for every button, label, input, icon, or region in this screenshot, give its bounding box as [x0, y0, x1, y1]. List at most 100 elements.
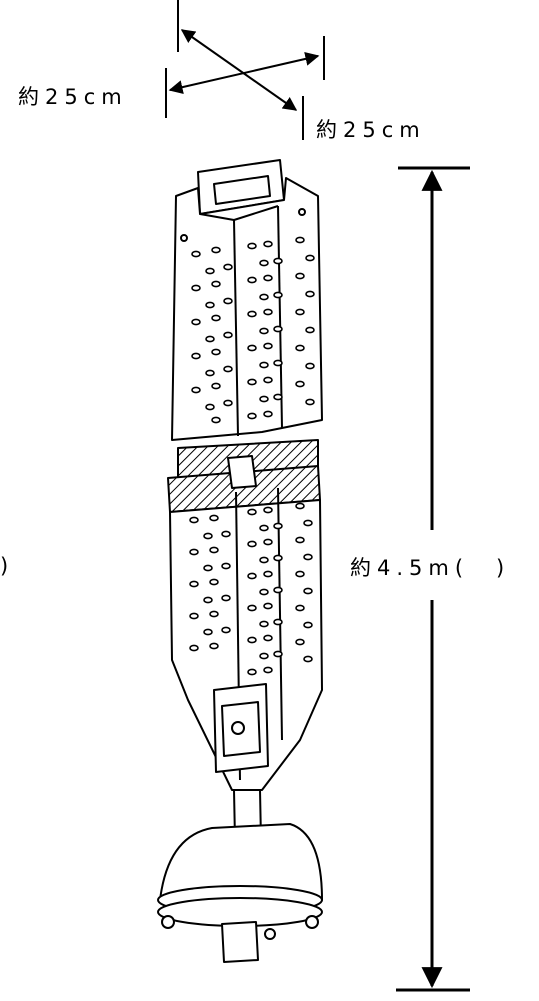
perforation-hole — [209, 514, 219, 522]
base-outlet-pipe — [221, 921, 259, 963]
perforation-hole — [295, 638, 305, 646]
perforation-hole — [263, 634, 273, 642]
perforation-hole — [295, 308, 305, 316]
upper-fin-front — [233, 219, 239, 437]
perforation-hole — [303, 655, 313, 663]
perforation-hole — [295, 570, 305, 578]
perforation-hole — [263, 410, 273, 418]
perforation-hole — [263, 538, 273, 546]
perforation-hole — [223, 399, 233, 407]
perforation-hole — [191, 250, 201, 258]
perforation-hole — [295, 604, 305, 612]
perforation-hole — [191, 318, 201, 326]
base-wheel-left — [161, 915, 175, 929]
perforation-hole — [247, 572, 257, 580]
upper-fin-right — [277, 205, 283, 429]
diagonal-arrow-1 — [180, 29, 298, 111]
perforation-hole — [305, 398, 315, 406]
stray-paren-label: ) — [0, 554, 9, 578]
perforation-hole — [247, 668, 257, 676]
perforation-hole — [273, 618, 283, 626]
perforation-hole — [247, 242, 257, 250]
base-dome — [159, 823, 323, 901]
width-label-right: 約25cm — [316, 118, 426, 142]
perforation-hole — [205, 267, 215, 275]
perforation-hole — [191, 284, 201, 292]
perforation-hole — [263, 570, 273, 578]
perforation-hole — [189, 548, 199, 556]
lower-fin-right — [277, 487, 283, 741]
base-wheel-right — [305, 915, 319, 929]
perforation-hole — [273, 393, 283, 401]
upper-fin-edge-2 — [233, 205, 279, 221]
perforation-hole — [273, 522, 283, 530]
perforation-hole — [189, 516, 199, 524]
perforation-hole — [305, 362, 315, 370]
perforation-hole — [273, 650, 283, 658]
perforation-hole — [247, 276, 257, 284]
perforation-hole — [203, 628, 213, 636]
base-wheel-front — [264, 928, 276, 940]
perforation-hole — [205, 403, 215, 411]
perforation-hole — [209, 546, 219, 554]
perforation-hole — [211, 416, 221, 424]
perforation-hole — [247, 636, 257, 644]
perforation-hole — [223, 365, 233, 373]
height-dimension — [396, 166, 470, 992]
perforation-hole — [189, 612, 199, 620]
perforation-hole — [211, 246, 221, 254]
perforation-hole — [295, 536, 305, 544]
perforation-hole — [205, 369, 215, 377]
perforation-hole — [209, 610, 219, 618]
perforation-hole — [259, 620, 269, 628]
perforation-hole — [295, 236, 305, 244]
handle-slot — [213, 175, 271, 205]
perforation-hole — [211, 382, 221, 390]
perforation-hole — [189, 580, 199, 588]
perforation-hole — [305, 254, 315, 262]
perforation-holes — [189, 236, 315, 676]
perforation-hole — [223, 263, 233, 271]
perforation-hole — [263, 342, 273, 350]
perforation-hole — [203, 564, 213, 572]
perforation-hole — [205, 301, 215, 309]
perforation-hole — [191, 352, 201, 360]
perforation-hole — [273, 325, 283, 333]
width-label-left: 約25cm — [18, 85, 128, 109]
perforation-hole — [223, 297, 233, 305]
perforation-hole — [221, 626, 231, 634]
inner-valve-knob — [231, 721, 245, 735]
perforation-hole — [203, 532, 213, 540]
perforation-hole — [273, 291, 283, 299]
perforation-hole — [203, 596, 213, 604]
perforation-hole — [221, 562, 231, 570]
perforation-hole — [247, 310, 257, 318]
perforation-hole — [209, 642, 219, 650]
perforation-hole — [263, 602, 273, 610]
perforation-hole — [205, 335, 215, 343]
perforation-hole — [259, 259, 269, 267]
perforation-hole — [191, 386, 201, 394]
perforation-hole — [295, 380, 305, 388]
width-dimension — [165, 0, 325, 140]
lower-section — [169, 499, 323, 791]
perforation-hole — [295, 272, 305, 280]
perforation-hole — [259, 327, 269, 335]
perforation-hole — [247, 604, 257, 612]
perforation-hole — [247, 508, 257, 516]
perforation-hole — [211, 314, 221, 322]
perforation-hole — [247, 378, 257, 386]
perforation-hole — [263, 506, 273, 514]
bolt-hole-left — [180, 234, 188, 242]
perforation-hole — [273, 586, 283, 594]
joint-center-cross — [227, 455, 257, 489]
perforation-hole — [303, 553, 313, 561]
perforation-hole — [263, 274, 273, 282]
perforation-hole — [221, 530, 231, 538]
upper-fin-edge — [199, 213, 235, 221]
perforation-hole — [303, 519, 313, 527]
perforation-hole — [263, 666, 273, 674]
perforation-hole — [247, 344, 257, 352]
